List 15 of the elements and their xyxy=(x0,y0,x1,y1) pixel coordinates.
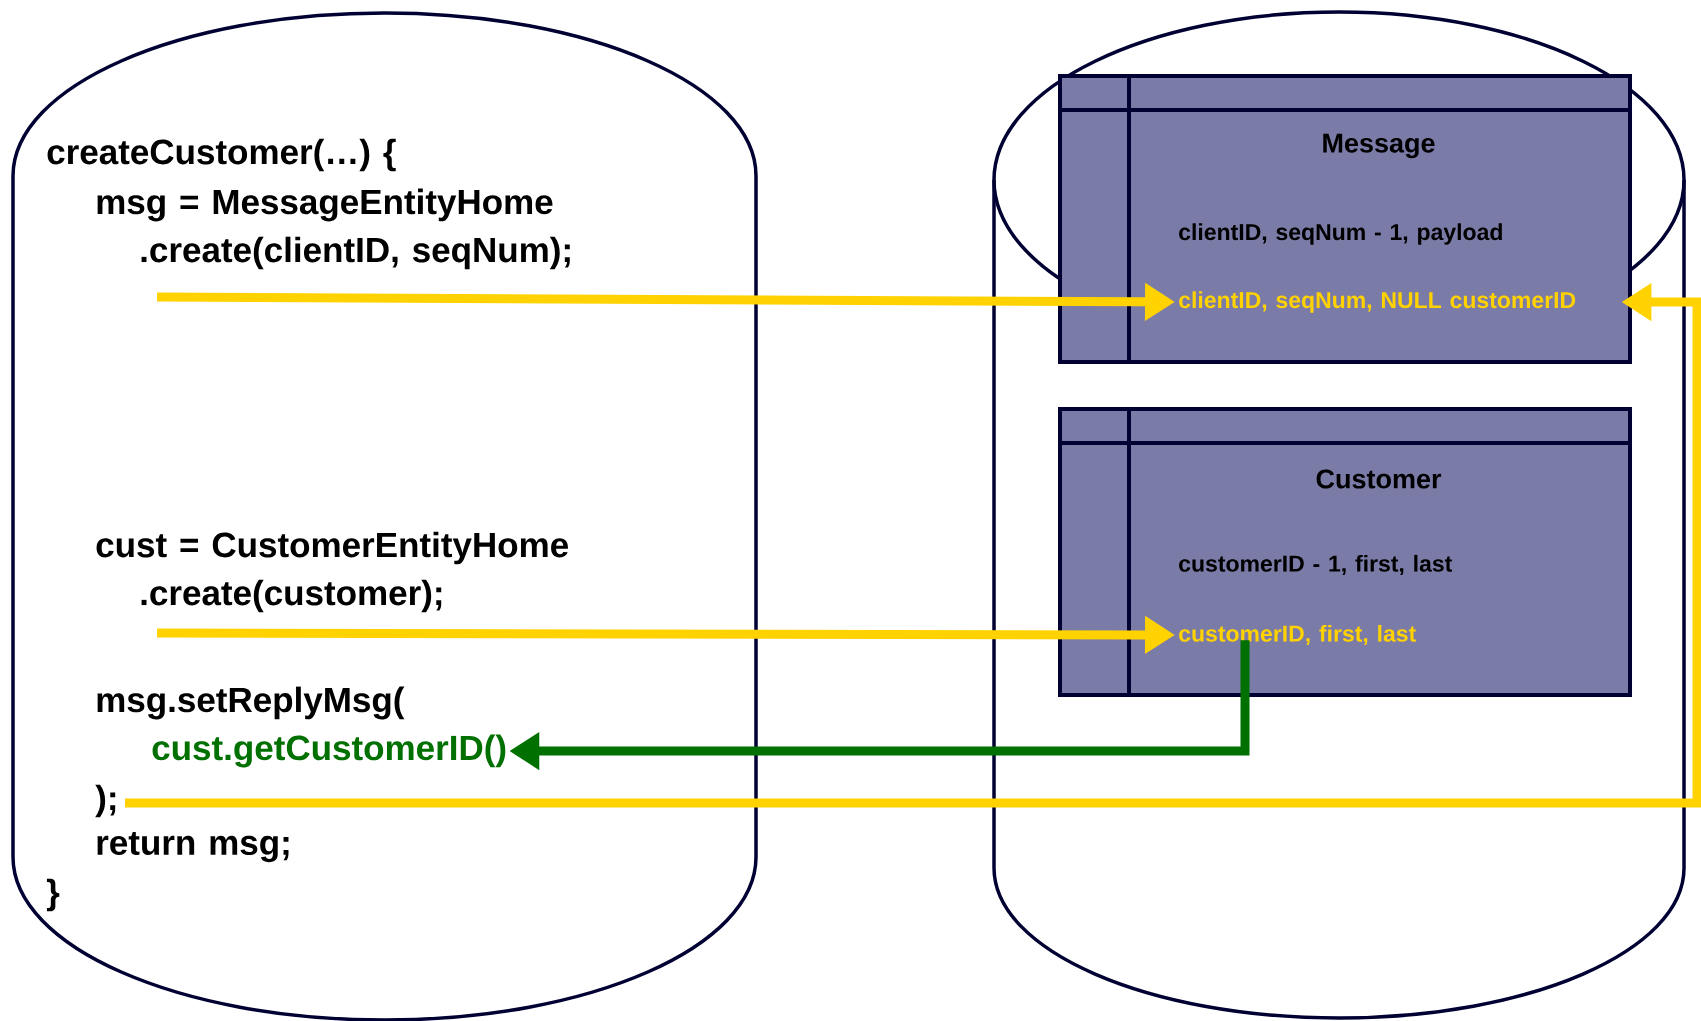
code-line: ); xyxy=(95,784,116,818)
code-line: .create(clientID, seqNum); xyxy=(141,236,570,270)
code-line: msg.setReplyMsg( xyxy=(97,686,405,720)
code-line: return msg; xyxy=(97,831,289,863)
table-row: customerID - 1, first, last xyxy=(1179,554,1453,576)
code-line: createCustomer(…) { xyxy=(47,138,396,172)
table-row: clientID, seqNum, NULL customerID xyxy=(1179,291,1576,313)
code-line: cust = CustomerEntityHome xyxy=(96,531,568,565)
table-row: clientID, seqNum - 1, payload xyxy=(1179,223,1502,245)
code-line: msg = MessageEntityHome xyxy=(97,188,553,222)
code-line: cust.getCustomerID() xyxy=(152,734,506,768)
table-row: customerID, first, last xyxy=(1179,624,1416,646)
code-line: } xyxy=(46,878,60,912)
code-cylinder xyxy=(11,11,758,1021)
code-line: .create(customer); xyxy=(141,579,442,613)
